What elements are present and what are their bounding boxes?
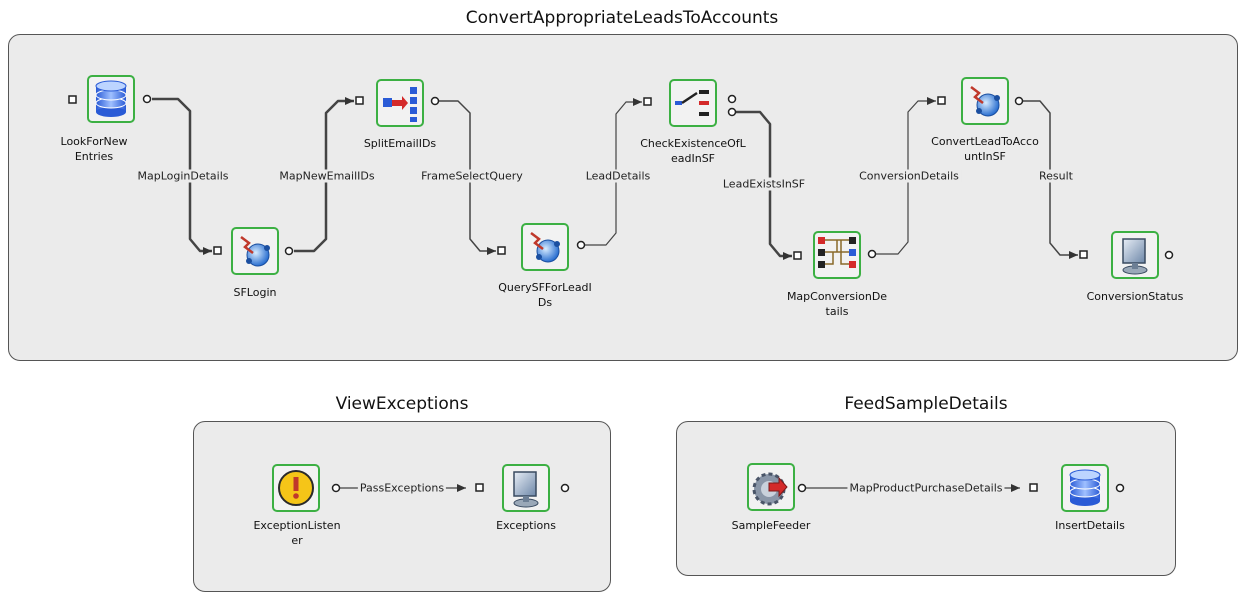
input-port: [475, 483, 484, 492]
exception-warning-icon: [278, 470, 314, 506]
link-label-result[interactable]: Result: [1037, 169, 1075, 183]
display-monitor-icon: [513, 471, 539, 508]
input-port: [1079, 250, 1088, 259]
output-port: [284, 246, 294, 256]
link-label-mapnewemailids[interactable]: MapNewEmailIDs: [277, 169, 377, 183]
link-label-mapproductpurchasedetails[interactable]: MapProductPurchaseDetails: [847, 481, 1005, 495]
node-label-querysfforleadids[interactable]: QuerySFForLeadIDs: [498, 281, 592, 309]
input-port: [355, 96, 364, 105]
link-label-passexceptions[interactable]: PassExceptions: [357, 481, 447, 495]
output-port: [1164, 250, 1174, 260]
node-label-splitemailids[interactable]: SplitEmailIDs: [363, 137, 437, 150]
database-icon: [1069, 469, 1101, 506]
link-label-leadexistsinsf[interactable]: LeadExistsInSF: [720, 177, 808, 191]
output-port: [727, 94, 737, 104]
input-port: [68, 95, 77, 104]
node-label-exceptionlistener[interactable]: ExceptionListener: [253, 519, 341, 547]
link-label-frameselectquery[interactable]: FrameSelectQuery: [419, 169, 525, 183]
output-port: [576, 240, 586, 250]
splitter-icon: [383, 87, 417, 122]
input-port: [213, 246, 222, 255]
node-label-insertdetails[interactable]: InsertDetails: [1055, 519, 1125, 532]
decision-switch-icon: [675, 90, 709, 116]
input-port: [793, 251, 802, 260]
link-label-leaddetails[interactable]: LeadDetails: [583, 169, 653, 183]
link-label-maplogindetails[interactable]: MapLoginDetails: [135, 169, 231, 183]
flow-title-feed-sample: FeedSampleDetails: [844, 394, 1008, 414]
salesforce-connector-icon: [240, 236, 270, 267]
output-port: [1115, 483, 1125, 493]
output-port: [1014, 96, 1024, 106]
output-port: [142, 94, 152, 104]
flow-title-convert-leads: ConvertAppropriateLeadsToAccounts: [465, 8, 779, 28]
output-port: [867, 249, 877, 259]
node-label-mapconversiondetails[interactable]: MapConversionDetails: [786, 290, 888, 318]
node-label-sflogin[interactable]: SFLogin: [233, 286, 277, 299]
node-label-conversionstatus[interactable]: ConversionStatus: [1086, 290, 1184, 303]
node-label-samplefeeder[interactable]: SampleFeeder: [731, 519, 811, 532]
output-port: [797, 483, 807, 493]
node-label-exceptions[interactable]: Exceptions: [496, 519, 556, 532]
flow-title-view-exceptions: ViewExceptions: [335, 394, 469, 414]
output-port: [727, 107, 737, 117]
node-label-lookfornewentries[interactable]: LookForNewEntries: [60, 135, 128, 163]
input-port: [643, 97, 652, 106]
node-label-checkexistenceofleadinsf[interactable]: CheckExistenceOfLeadInSF: [640, 137, 746, 165]
feeder-gear-icon: [752, 472, 788, 506]
output-port: [430, 96, 440, 106]
output-port: [560, 483, 570, 493]
link-label-conversiondetails[interactable]: ConversionDetails: [857, 169, 961, 183]
flow-panel-convert-leads[interactable]: [8, 34, 1238, 361]
salesforce-connector-icon: [970, 86, 1000, 117]
display-monitor-icon: [1122, 238, 1148, 275]
input-port: [497, 246, 506, 255]
output-port: [331, 483, 341, 493]
mapper-icon: [818, 237, 856, 268]
node-frame: [813, 231, 861, 279]
database-icon: [95, 80, 127, 117]
salesforce-connector-icon: [530, 232, 560, 263]
input-port: [937, 96, 946, 105]
node-label-convertleadtoaccountinsf[interactable]: ConvertLeadToAccountInSF: [931, 135, 1039, 163]
input-port: [1029, 483, 1038, 492]
